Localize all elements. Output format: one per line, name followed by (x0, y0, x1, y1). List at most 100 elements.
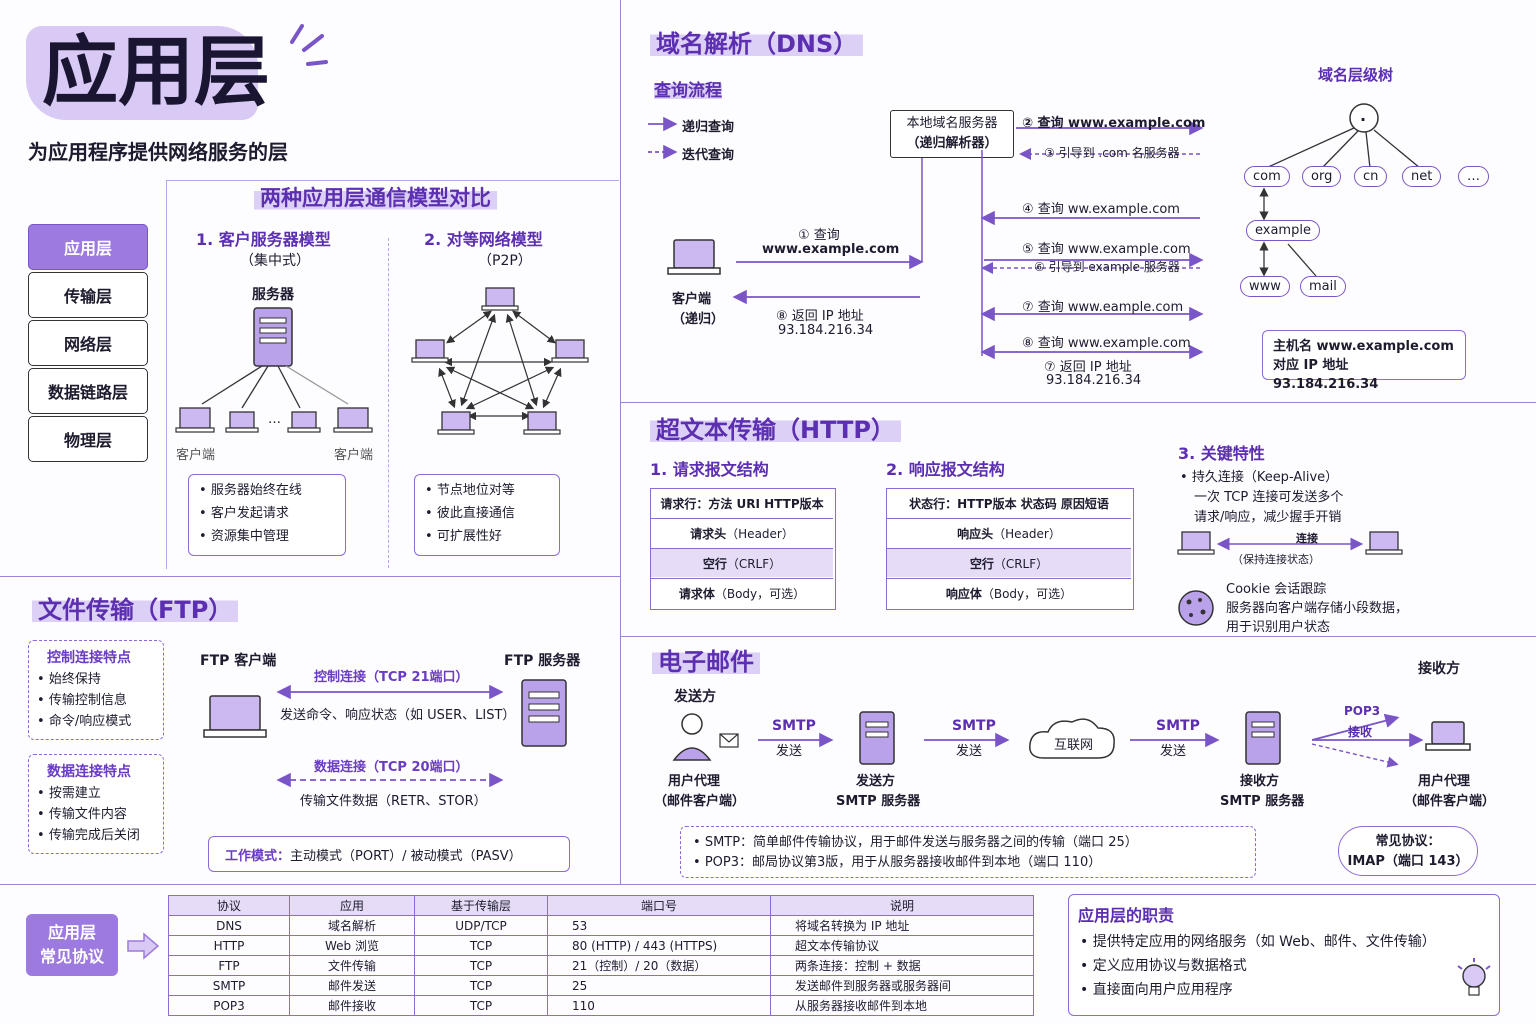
dns-q1: ① 查询 (798, 228, 840, 243)
page-subtitle: 为应用程序提供网络服务的层 (28, 140, 288, 164)
protocols-header: 端口号 (547, 895, 771, 916)
http-cookie: Cookie 会话跟踪 (1226, 582, 1327, 597)
divider-vertical (620, 0, 621, 884)
http-keepalive-diagram (1177, 531, 1403, 555)
email-sender: 发送方 (674, 689, 716, 705)
server-icon (253, 307, 293, 367)
http-feat-title: 3. 关键特性 (1178, 444, 1265, 463)
ftp-title: 文件传输（FTP） (32, 590, 239, 625)
laptop-icon (437, 411, 475, 435)
lightbulb-icon (1457, 958, 1491, 996)
ftp-ctrl-item: 传输控制信息 (37, 690, 163, 711)
http-res-row: 响应头（Header） (887, 518, 1131, 547)
ftp-server-label: FTP 服务器 (504, 653, 581, 669)
table-cell: 25 (547, 975, 771, 996)
dns-tree-lines (1259, 103, 1421, 277)
email-smtp-3: SMTP (1156, 718, 1200, 734)
ftp-ctrl-desc: 发送命令、响应状态（如 USER、LIST） (280, 708, 516, 723)
dns-tree-tld: cn (1354, 166, 1388, 187)
email-send-3: 发送 (1160, 744, 1187, 759)
http-cookie-desc1: 服务器向客户端存储小段数据， (1226, 601, 1409, 616)
email-common-text: IMAP（端口 143） (1347, 854, 1469, 869)
http-cookie-desc2: 用于识别用户状态 (1226, 620, 1331, 635)
laptop-icon (287, 411, 321, 433)
dns-tree-host: www (1240, 276, 1290, 297)
cs-dots: … (268, 412, 281, 427)
dns-client: 客户端 (672, 292, 712, 307)
dns-q5: ⑤ 查询 www.example.com (1022, 242, 1191, 257)
table-cell: 80 (HTTP) / 443 (HTTPS) (547, 935, 771, 956)
email-smtp-2: SMTP (952, 718, 996, 734)
ftp-mode-text: 主动模式（PORT）/ 被动模式（PASV） (290, 848, 522, 864)
email-receive: 接收 (1348, 725, 1373, 739)
http-conn-label: 连接 (1296, 532, 1318, 545)
laptop-icon (203, 695, 267, 738)
laptop-icon (551, 339, 589, 363)
table-cell: FTP (168, 955, 290, 976)
email-pop3: POP3 (1344, 704, 1381, 718)
server-icon (1245, 711, 1281, 765)
cs-features-box: 服务器始终在线 客户发起请求 资源集中管理 (188, 474, 346, 556)
table-cell: DNS (168, 915, 290, 936)
http-keepalive-desc1: 一次 TCP 连接可发送多个 (1194, 490, 1344, 505)
ftp-client-label: FTP 客户端 (200, 653, 277, 669)
page-title: 应用层 (42, 27, 270, 116)
receiver-laptop (1425, 721, 1471, 751)
user-icon (672, 713, 712, 761)
dns-host-box: 主机名 www.example.com 对应 IP 地址 93.184.216.… (1262, 330, 1466, 392)
http-conn-sub: （保持连接状态） (1232, 553, 1320, 566)
dns-client-sub: （递归） (672, 312, 725, 327)
divider-email (620, 636, 1536, 637)
protocols-label: 应用层 常见协议 (26, 914, 118, 976)
http-keepalive-desc2: 请求/响应，减少握手开销 (1194, 510, 1342, 525)
http-keepalive: • 持久连接（Keep-Alive） (1180, 470, 1339, 485)
table-cell: SMTP (168, 975, 290, 996)
table-cell: TCP (414, 995, 548, 1016)
layer-network[interactable]: 网络层 (28, 320, 148, 366)
dns-tree-root: . (1360, 106, 1367, 125)
ftp-data-item: 传输完成后关闭 (37, 825, 163, 846)
ftp-ctrl-title: 控制连接特点 (47, 650, 131, 666)
dns-q6: ⑥ 引导到 example 服务器 (1034, 260, 1180, 274)
dns-q3: ③ 引导到 .com 名服务器 (1044, 146, 1180, 160)
p2p-feature: 节点地位对等 (425, 479, 559, 502)
table-cell: 发送邮件到服务器或服务器间 (770, 975, 1034, 996)
email-note: • POP3：邮局协议第3版，用于从服务器接收邮件到本地（端口 110） (693, 855, 1102, 870)
ftp-data-item: 传输文件内容 (37, 804, 163, 825)
arrow-right-icon (127, 932, 160, 960)
ftp-mode-label: 工作模式： (225, 848, 291, 864)
laptop-icon (481, 287, 519, 311)
server-icon (521, 679, 567, 747)
dns-local-server-sub: （递归解析器） (906, 136, 998, 151)
laptop-icon (1425, 721, 1471, 751)
ftp-ctrl-item: 始终保持 (37, 669, 163, 690)
laptop-icon (1177, 531, 1215, 555)
laptop-icon (411, 339, 449, 363)
table-cell: HTTP (168, 935, 290, 956)
layer-physical[interactable]: 物理层 (28, 416, 148, 462)
table-cell: Web 浏览 (289, 935, 415, 956)
table-cell: 从服务器接收邮件到本地 (770, 995, 1034, 1016)
http-req-table: 请求行：方法 URI HTTP版本 请求头（Header） 空行（CRLF） 请… (650, 488, 836, 610)
table-cell: 域名解析 (289, 915, 415, 936)
email-ua-sender: 用户代理 (668, 774, 721, 789)
ftp-data-desc: 传输文件数据（RETR、STOR） (300, 794, 487, 809)
dns-tree-title: 域名层级树 (1318, 66, 1394, 84)
table-cell: 邮件接收 (289, 995, 415, 1016)
cs-subtitle: （集中式） (240, 253, 310, 269)
dns-legend-recursive: 递归查询 (682, 120, 735, 135)
laptop-icon (175, 407, 215, 433)
cs-title: 1. 客户服务器模型 (196, 230, 331, 249)
cs-server-label: 服务器 (252, 287, 294, 303)
duties-list: 提供特定应用的网络服务（如 Web、邮件、文件传输） 定义应用协议与数据格式 直… (1080, 930, 1436, 1002)
http-req-row: 空行（CRLF） (651, 548, 833, 577)
title-highlight (26, 26, 258, 120)
table-cell: TCP (414, 955, 548, 976)
layer-application[interactable]: 应用层 (28, 224, 148, 270)
layer-datalink[interactable]: 数据链路层 (28, 368, 148, 414)
email-send-1: 发送 (776, 744, 803, 759)
dns-r7-ip: 93.184.216.34 (1046, 373, 1142, 388)
layer-transport[interactable]: 传输层 (28, 272, 148, 318)
